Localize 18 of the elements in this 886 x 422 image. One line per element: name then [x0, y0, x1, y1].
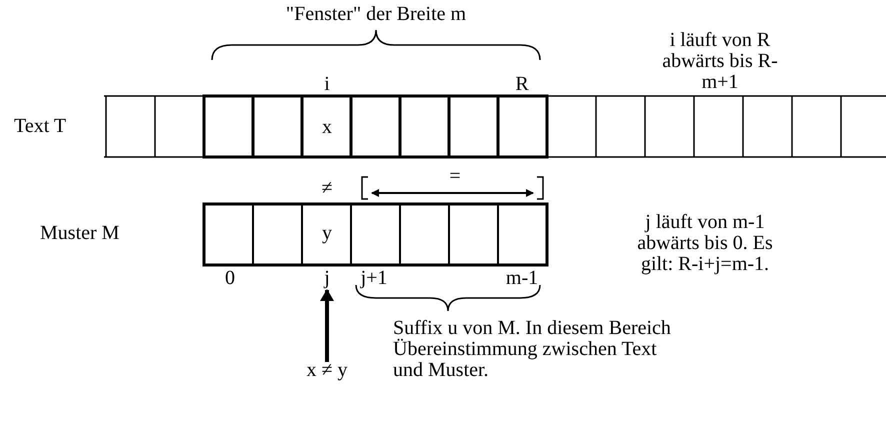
- window-caption: "Fenster" der Breite m: [286, 4, 466, 25]
- index-label: i: [324, 74, 330, 95]
- condition-text: x ≠ y: [306, 360, 348, 381]
- index-label: j+1: [360, 268, 388, 289]
- index-label: R: [515, 74, 529, 95]
- arrow: [320, 289, 334, 362]
- index-label: j: [324, 268, 330, 289]
- index-label: m-1: [506, 268, 538, 289]
- row-label: Text T: [14, 116, 66, 137]
- equality-sign: =: [449, 166, 461, 187]
- cell-value: x: [322, 117, 332, 138]
- cell-value: y: [322, 223, 332, 244]
- row-label: Muster M: [40, 223, 120, 244]
- index-label: 0: [225, 268, 235, 289]
- inequality-sign: ≠: [322, 178, 332, 199]
- loop-note: j läuft von m-1 abwärts bis 0. Es gilt: R-i+j=m-1.: [636, 212, 774, 275]
- suffix-note: Suffix u von M. In diesem Bereich Übereinstimmung zwischen Text und Muster.: [393, 318, 672, 381]
- loop-note: i läuft von R abwärts bis R-m+1: [661, 30, 779, 93]
